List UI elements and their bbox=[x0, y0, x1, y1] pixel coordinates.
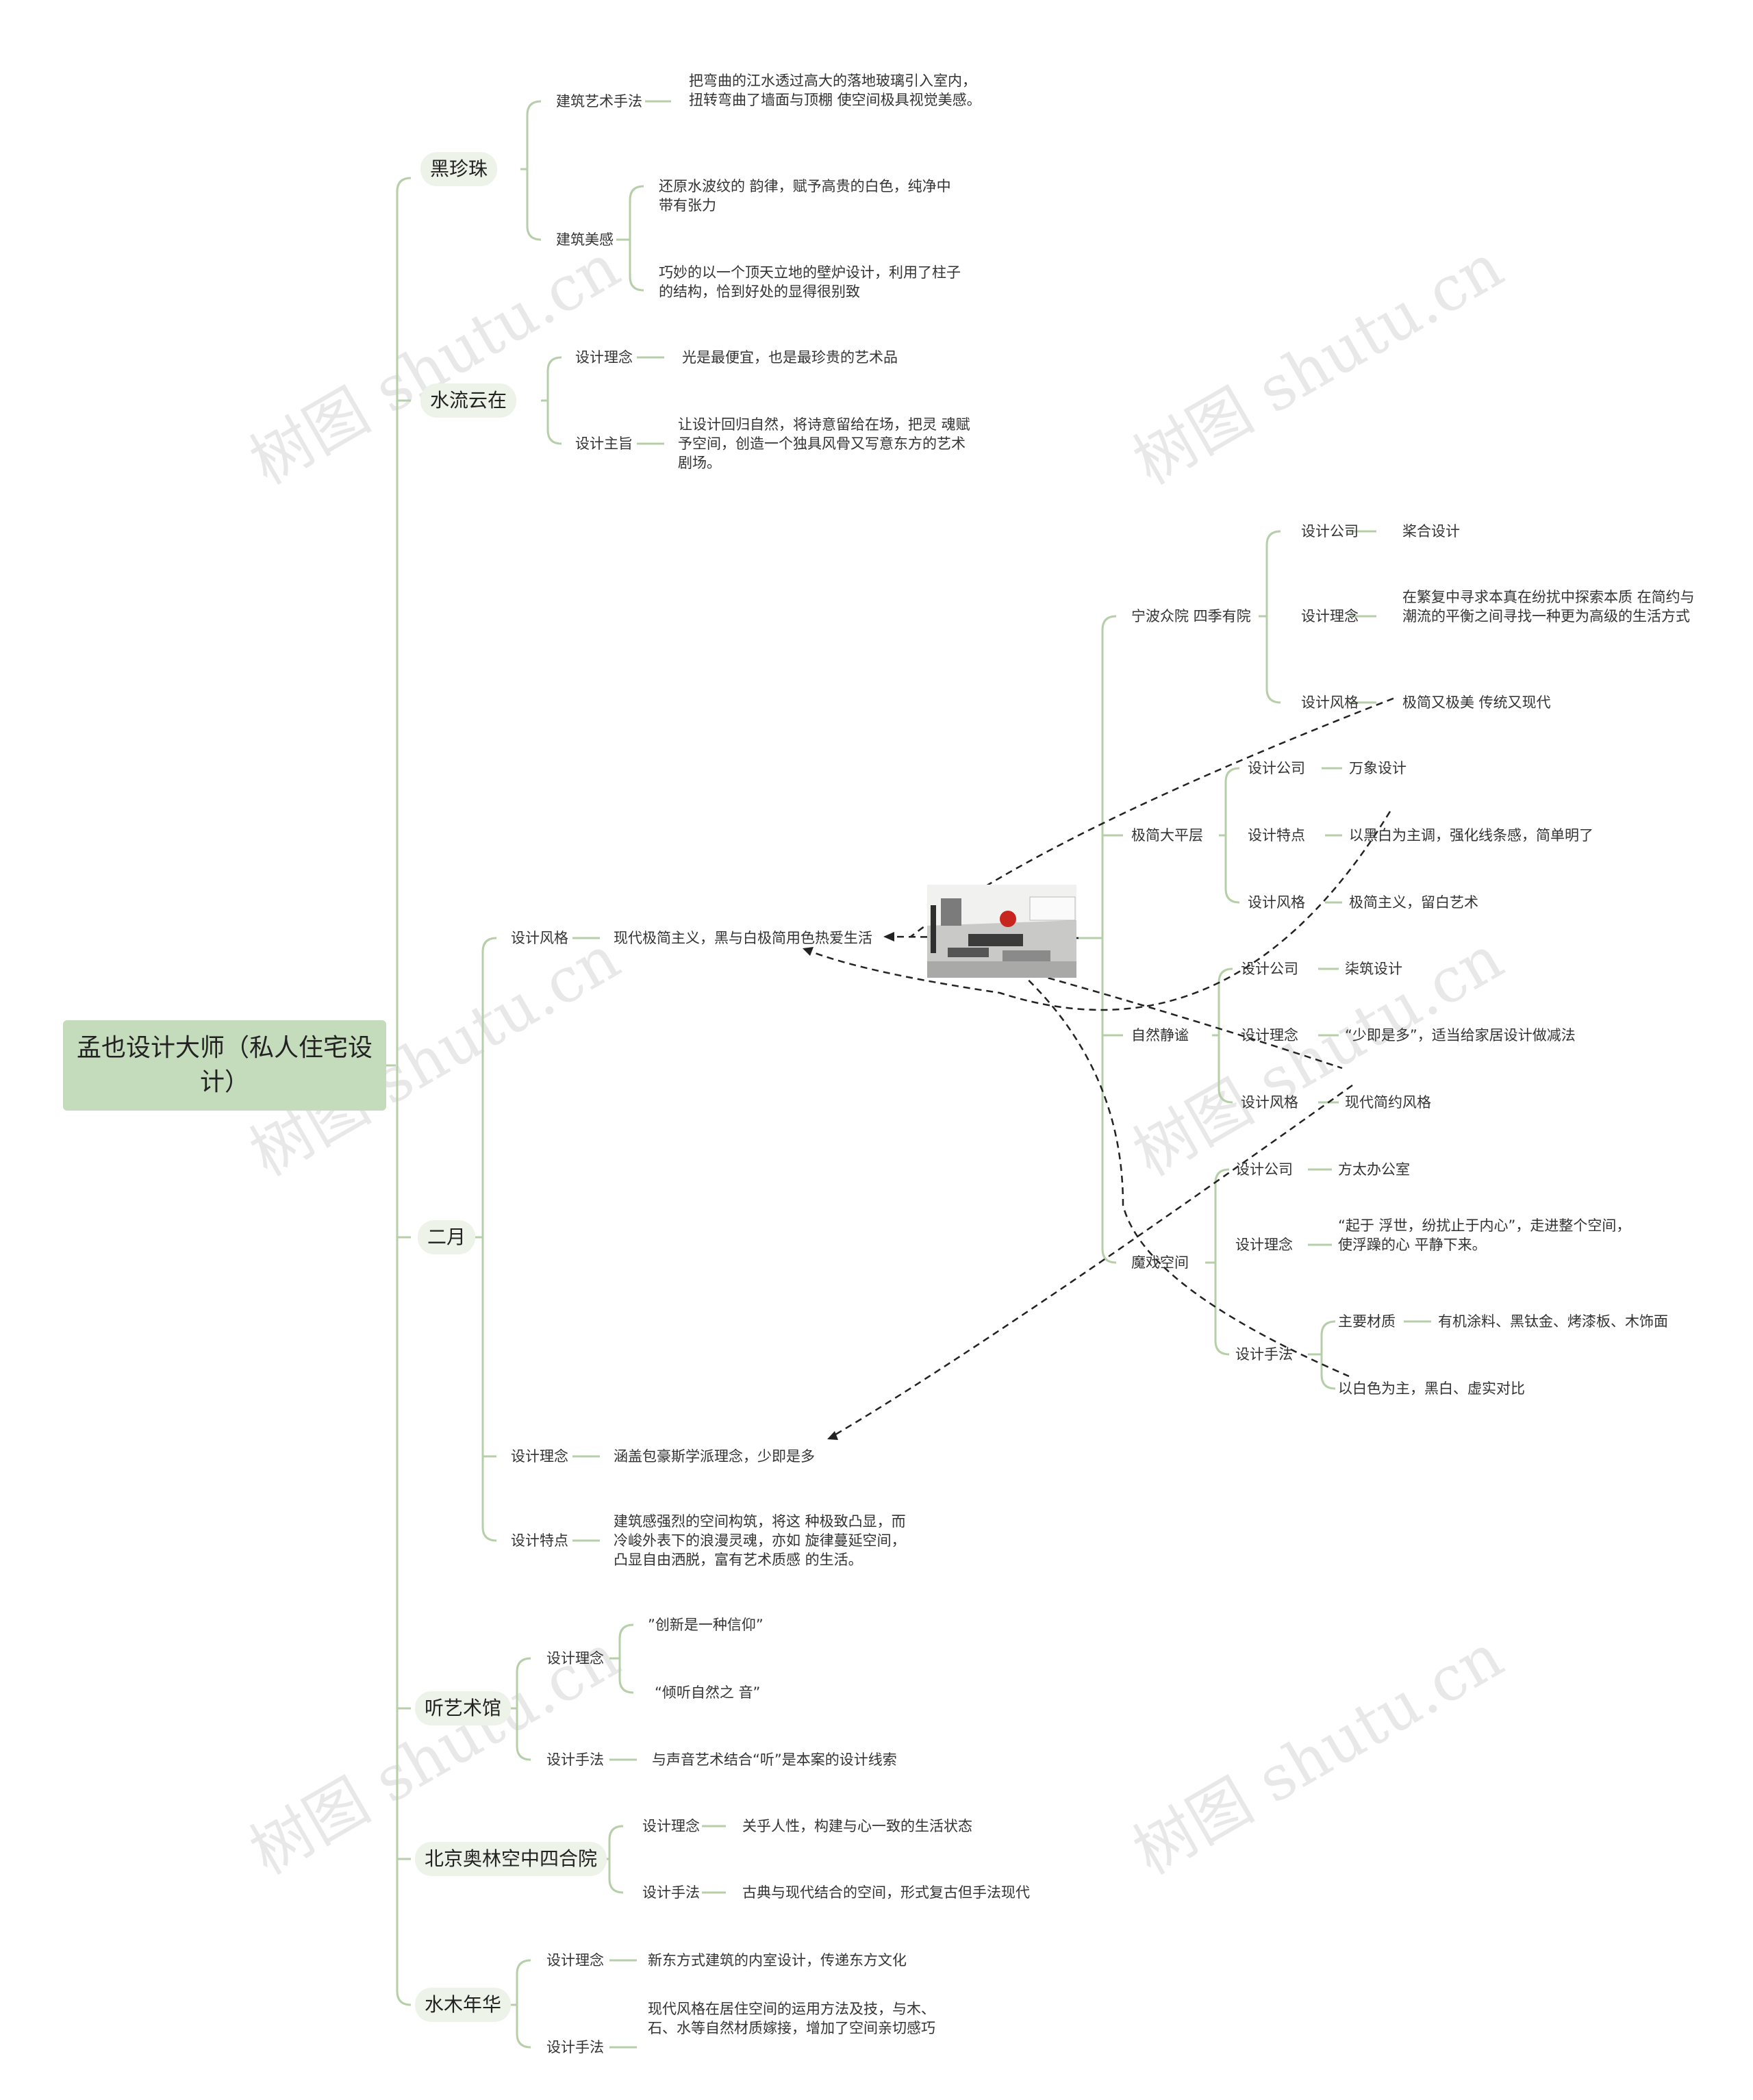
r4-val1[interactable]: 方太办公室 bbox=[1338, 1160, 1410, 1179]
branch-water-cloud[interactable]: 水流云在 bbox=[420, 383, 516, 418]
b1-val2a[interactable]: 还原水波纹的 韵律，赋予高贵的白色，纯净中带有张力 bbox=[659, 177, 953, 215]
b4-val2[interactable]: 与声音艺术结合“听”是本案的设计线索 bbox=[652, 1750, 897, 1769]
b1-val1[interactable]: 把弯曲的江水透过高大的落地玻璃引入室内，扭转弯曲了墙面与顶棚 使空间极具视觉美感… bbox=[689, 71, 983, 110]
r2-title[interactable]: 极简大平层 bbox=[1131, 826, 1203, 845]
b6-key1[interactable]: 设计理念 bbox=[546, 1951, 604, 1970]
b6-key2[interactable]: 设计手法 bbox=[546, 2038, 604, 2057]
branch-shuimu[interactable]: 水木年华 bbox=[415, 1988, 511, 2022]
branch-black-pearl[interactable]: 黑珍珠 bbox=[420, 152, 497, 186]
b4-key1[interactable]: 设计理念 bbox=[546, 1649, 604, 1668]
r1-key1[interactable]: 设计公司 bbox=[1301, 522, 1359, 541]
b5-val1[interactable]: 关乎人性，构建与心一致的生活状态 bbox=[742, 1817, 972, 1836]
r4-key3[interactable]: 设计手法 bbox=[1235, 1345, 1293, 1364]
b6-val1[interactable]: 新东方式建筑的内室设计，传递东方文化 bbox=[648, 1951, 907, 1970]
r4-title[interactable]: 魔戏空间 bbox=[1131, 1253, 1189, 1272]
r2-key2[interactable]: 设计特点 bbox=[1248, 826, 1305, 845]
b2-key1[interactable]: 设计理念 bbox=[575, 348, 633, 367]
b3-val3[interactable]: 建筑感强烈的空间构筑，将这 种极致凸显，而冷峻外表下的浪漫灵魂，亦如 旋律蔓延空… bbox=[614, 1512, 908, 1569]
b5-key2[interactable]: 设计手法 bbox=[642, 1883, 700, 1902]
r4-key1[interactable]: 设计公司 bbox=[1235, 1160, 1293, 1179]
r1-title[interactable]: 宁波众院 四季有院 bbox=[1131, 607, 1251, 626]
r3-val1[interactable]: 柒筑设计 bbox=[1345, 959, 1402, 978]
r4-key2[interactable]: 设计理念 bbox=[1235, 1235, 1293, 1254]
b2-val2[interactable]: 让设计回归自然，将诗意留给在场，把灵 魂赋予空间，创造一个独具风骨又写意东方的艺… bbox=[678, 415, 972, 472]
b1-key1[interactable]: 建筑艺术手法 bbox=[556, 92, 642, 111]
b1-key2[interactable]: 建筑美感 bbox=[556, 230, 614, 249]
b5-val2[interactable]: 古典与现代结合的空间，形式复古但手法现代 bbox=[742, 1883, 1030, 1902]
r3-title[interactable]: 自然静谧 bbox=[1131, 1026, 1189, 1045]
b3-val1[interactable]: 现代极简主义，黑与白极简用色热爱生活 bbox=[614, 928, 872, 948]
r2-key3[interactable]: 设计风格 bbox=[1248, 893, 1305, 912]
r3-key2[interactable]: 设计理念 bbox=[1241, 1026, 1298, 1045]
r2-key1[interactable]: 设计公司 bbox=[1248, 759, 1305, 778]
r3-key1[interactable]: 设计公司 bbox=[1241, 959, 1298, 978]
r3-key3[interactable]: 设计风格 bbox=[1241, 1093, 1298, 1112]
r1-key2[interactable]: 设计理念 bbox=[1301, 607, 1359, 626]
r4-key3a[interactable]: 主要材质 bbox=[1338, 1312, 1396, 1331]
b4-key2[interactable]: 设计手法 bbox=[546, 1750, 604, 1769]
branch-february[interactable]: 二月 bbox=[418, 1220, 475, 1254]
b2-val1[interactable]: 光是最便宜，也是最珍贵的艺术品 bbox=[682, 348, 898, 367]
r1-val2[interactable]: 在繁复中寻求本真在纷扰中探索本质 在简约与潮流的平衡之间寻找一种更为高级的生活方… bbox=[1402, 587, 1697, 626]
b5-key1[interactable]: 设计理念 bbox=[642, 1817, 700, 1836]
r4-val3a[interactable]: 有机涂料、黑钛金、烤漆板、木饰面 bbox=[1438, 1312, 1668, 1331]
central-topic[interactable]: 孟也设计大师（私人住宅设计） bbox=[63, 1020, 386, 1111]
interior-photo[interactable] bbox=[927, 885, 1076, 978]
r2-val2[interactable]: 以黑白为主调，强化线条感，简单明了 bbox=[1349, 826, 1593, 845]
b4-val1a[interactable]: ”创新是一种信仰” bbox=[648, 1615, 764, 1634]
r3-val2[interactable]: “少即是多”，适当给家居设计做减法 bbox=[1345, 1026, 1576, 1045]
r1-val3[interactable]: 极简又极美 传统又现代 bbox=[1402, 693, 1551, 712]
b3-key3[interactable]: 设计特点 bbox=[511, 1531, 568, 1550]
r4-val2[interactable]: “起于 浮世，纷扰止于内心”，走进整个空间，使浮躁的心 平静下来。 bbox=[1338, 1216, 1632, 1254]
r1-val1[interactable]: 桨合设计 bbox=[1402, 522, 1460, 541]
interior-photo-image bbox=[927, 885, 1076, 978]
b3-key1[interactable]: 设计风格 bbox=[511, 928, 568, 948]
b3-val2[interactable]: 涵盖包豪斯学派理念，少即是多 bbox=[614, 1447, 815, 1466]
b4-val1b[interactable]: “倾听自然之 音” bbox=[655, 1683, 760, 1702]
b3-key2[interactable]: 设计理念 bbox=[511, 1447, 568, 1466]
b2-key2[interactable]: 设计主旨 bbox=[575, 434, 633, 453]
r2-val1[interactable]: 万象设计 bbox=[1349, 759, 1407, 778]
r1-key3[interactable]: 设计风格 bbox=[1301, 693, 1359, 712]
b6-val2[interactable]: 现代风格在居住空间的运用方法及技，与木、石、水等自然材质嫁接，增加了空间亲切感巧 bbox=[648, 1999, 949, 2038]
r4-val3b[interactable]: 以白色为主，黑白、虚实对比 bbox=[1338, 1379, 1525, 1398]
b1-val2b[interactable]: 巧妙的以一个顶天立地的壁炉设计，利用了柱子的结构，恰到好处的显得很别致 bbox=[659, 263, 967, 301]
r3-val3[interactable]: 现代简约风格 bbox=[1345, 1093, 1431, 1112]
r2-val3[interactable]: 极简主义，留白艺术 bbox=[1349, 893, 1478, 912]
branch-listening-museum[interactable]: 听艺术馆 bbox=[415, 1691, 511, 1725]
branch-beijing-courtyard[interactable]: 北京奥林空中四合院 bbox=[415, 1842, 607, 1876]
